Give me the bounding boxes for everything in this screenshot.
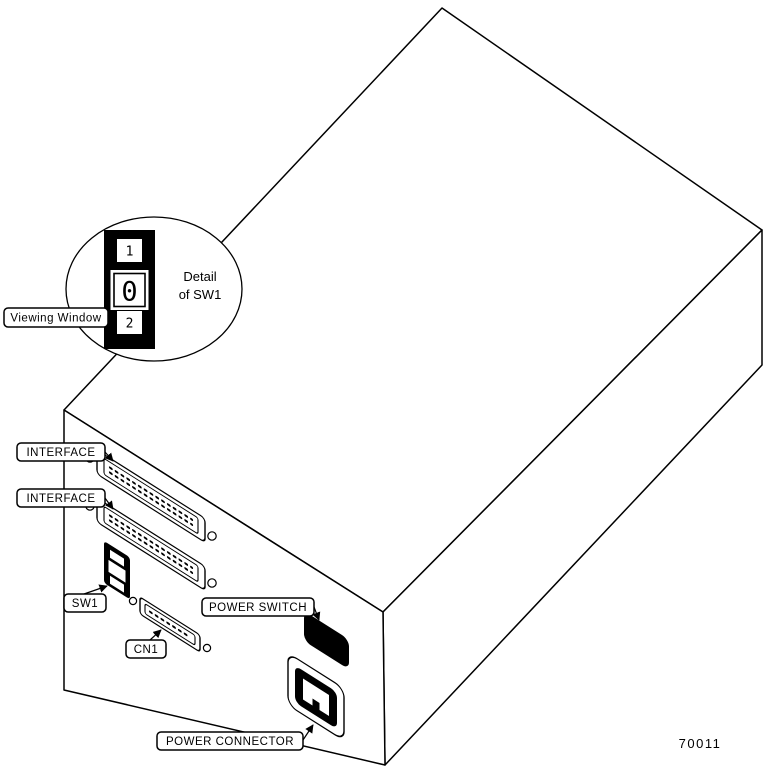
- sw1-switch: [104, 542, 130, 599]
- callout-label: Viewing Window: [10, 313, 101, 325]
- callout-label: INTERFACE: [26, 493, 95, 505]
- screw-hole: [207, 578, 217, 588]
- detail-digit-bottom: 2: [126, 317, 134, 332]
- figure-number: 70011: [679, 736, 722, 751]
- callout-labels: Viewing Window INTERFACE INTERFACE SW1 C…: [3, 307, 315, 751]
- callout-frame: [201, 597, 315, 617]
- callout-label: POWER CONNECTOR: [166, 736, 294, 748]
- leader-sw1: [83, 584, 108, 595]
- cn1-connector: [139, 597, 201, 652]
- callout-power-switch: POWER SWITCH: [201, 597, 315, 617]
- pin-row: [108, 519, 194, 574]
- sw1-window-middle: [108, 559, 126, 583]
- detail-note-line2: of SW1: [179, 287, 222, 302]
- sw1-window-top: [110, 549, 124, 567]
- detail-note-line1: Detail: [183, 269, 216, 284]
- callout-frame: [125, 639, 167, 659]
- detail-window-top: [117, 239, 142, 262]
- callout-interface-bottom: INTERFACE: [16, 488, 106, 508]
- screw-hole: [207, 531, 217, 541]
- rear-panel-components: [85, 450, 349, 738]
- callout-sw1: SW1: [63, 593, 107, 613]
- callout-label: INTERFACE: [26, 447, 95, 459]
- pin-row: [148, 610, 192, 639]
- detail-balloon: 1 0 2 Detail of SW1: [65, 216, 243, 362]
- power-inlet-opening: [303, 678, 329, 716]
- callout-frame: [16, 442, 106, 462]
- detail-window-bottom: [117, 311, 142, 334]
- interface-connector-bottom: [96, 498, 206, 590]
- screw-hole: [202, 643, 212, 653]
- detail-digit-middle: 0: [121, 277, 137, 308]
- power-switch-rocker: [304, 614, 349, 667]
- device-enclosure: [63, 7, 763, 766]
- leader-power-switch: [312, 606, 321, 621]
- sw1-window-bottom: [110, 575, 124, 593]
- callout-frame: [63, 593, 107, 613]
- screw-hole: [128, 596, 138, 606]
- callout-interface-top: INTERFACE: [16, 442, 106, 462]
- detail-window-middle-inner: [113, 272, 146, 308]
- pin-row: [108, 471, 194, 526]
- callout-cn1: CN1: [125, 639, 167, 659]
- callout-frame: [16, 488, 106, 508]
- power-connector: [287, 656, 345, 738]
- callout-frame: [156, 731, 304, 751]
- pin-row: [108, 514, 194, 569]
- callout-viewing-window: Viewing Window: [3, 307, 109, 328]
- callout-frame: [3, 307, 109, 328]
- leader-power-connector: [302, 724, 314, 741]
- leader-interface-top: [104, 451, 114, 462]
- callout-label: POWER SWITCH: [209, 602, 307, 614]
- power-switch: [304, 614, 349, 667]
- pin-row: [108, 466, 194, 521]
- callout-label: CN1: [134, 644, 159, 656]
- detail-digit-top: 1: [126, 245, 134, 260]
- callout-power-connector: POWER CONNECTOR: [156, 731, 304, 751]
- interface-connector-top: [96, 450, 206, 542]
- leader-interface-bottom: [104, 497, 114, 510]
- leader-cn1: [149, 629, 162, 641]
- callout-label: SW1: [72, 598, 98, 610]
- leader-lines: [83, 451, 321, 741]
